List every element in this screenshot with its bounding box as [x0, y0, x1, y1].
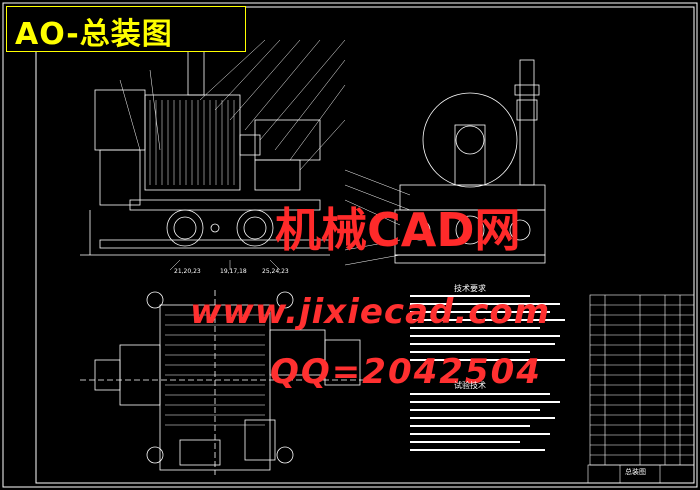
- balloon-label-3: 25,24,23: [262, 268, 289, 275]
- side-view: [344, 59, 546, 266]
- title-banner: AO-总装图: [6, 6, 246, 52]
- drawing-title: AO-总装图: [15, 17, 173, 52]
- balloon-label-2: 19,17,18: [220, 268, 247, 275]
- title-block: [587, 464, 695, 484]
- balloon-label-1: 21,20,23: [174, 268, 201, 275]
- front-view: [80, 35, 346, 271]
- top-view: [80, 290, 380, 475]
- technical-notes: [410, 295, 565, 451]
- notes-heading-technical: 技术要求: [454, 284, 486, 293]
- notes-heading-test: 试验技术: [454, 381, 486, 390]
- inner-frame: [35, 6, 695, 484]
- parts-list: [589, 294, 695, 466]
- title-block-label: 总装图: [625, 468, 646, 476]
